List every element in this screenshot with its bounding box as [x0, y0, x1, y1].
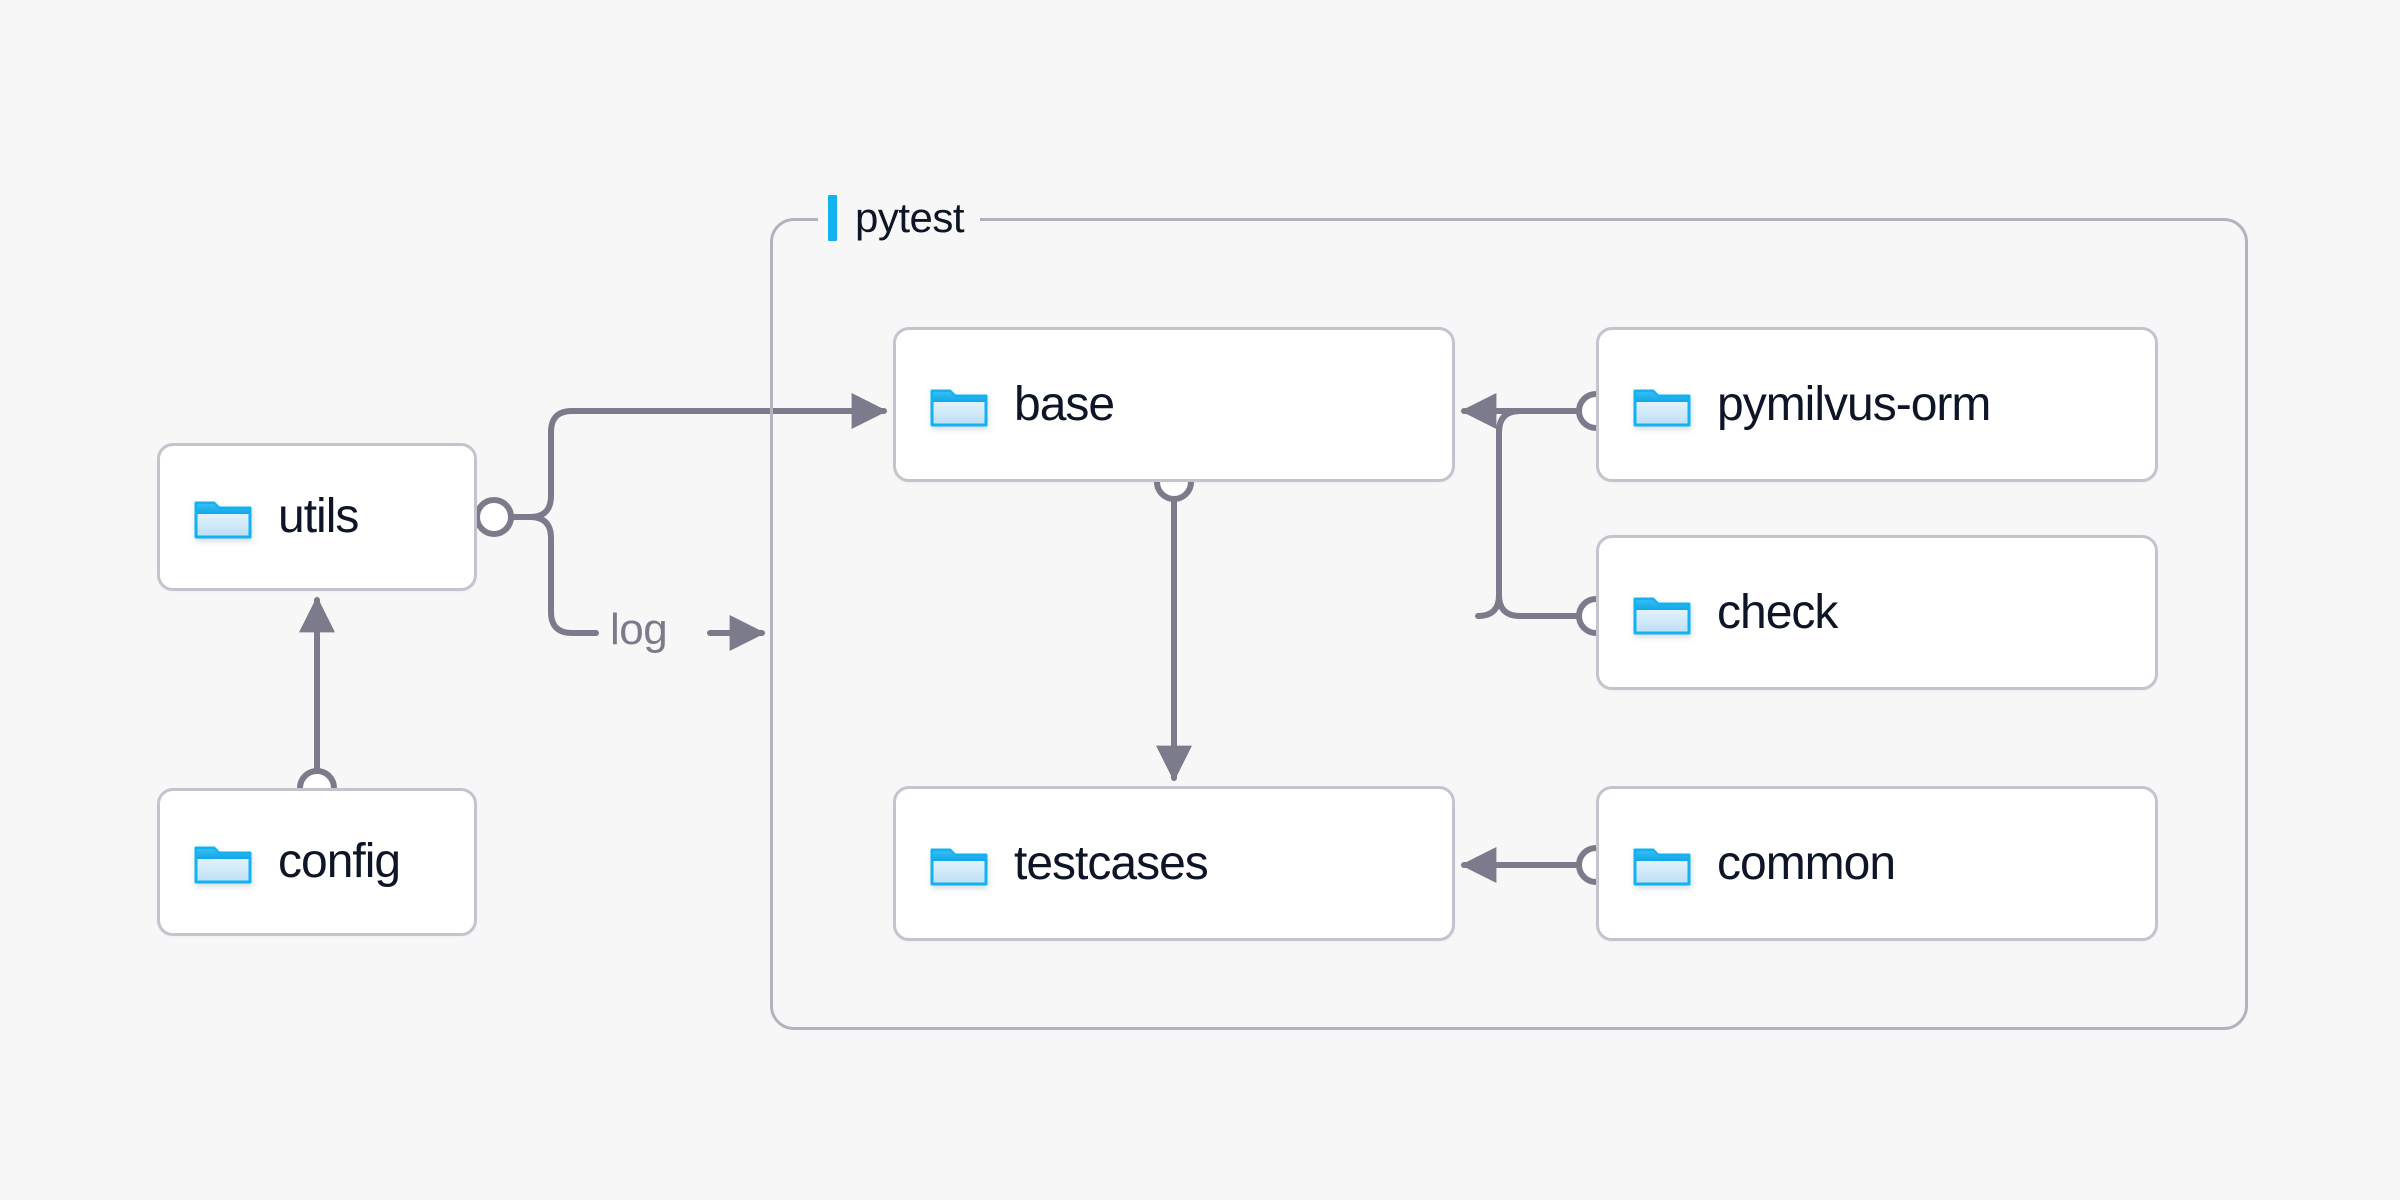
folder-icon [1633, 597, 1691, 634]
node-label: config [278, 835, 401, 888]
node-label: utils [278, 490, 359, 543]
node-common[interactable]: common [1596, 786, 2158, 941]
folder-icon [930, 389, 988, 426]
node-base[interactable]: base [893, 327, 1455, 482]
folder-icon [194, 501, 252, 539]
node-label: pymilvus-orm [1717, 377, 1991, 431]
edge-label-log-text: log [610, 605, 668, 654]
node-label: base [1014, 377, 1115, 431]
group-pytest[interactable] [770, 218, 2248, 1030]
node-config[interactable]: config [157, 788, 477, 936]
folder-icon [1633, 389, 1691, 426]
group-pytest-label: pytest [818, 190, 981, 246]
node-testcases[interactable]: testcases [893, 786, 1455, 941]
node-label: common [1717, 836, 1896, 890]
node-pymilvus-orm[interactable]: pymilvus-orm [1596, 327, 2158, 482]
edge-label-log: log [600, 605, 678, 654]
group-title-text: pytest [855, 194, 965, 241]
node-check[interactable]: check [1596, 535, 2158, 690]
folder-icon [194, 846, 252, 884]
edge-utils-to-log [527, 514, 599, 636]
port-utils-right[interactable] [474, 497, 514, 537]
node-utils[interactable]: utils [157, 443, 477, 591]
folder-icon [1633, 848, 1691, 885]
group-accent-bar [828, 195, 837, 241]
node-label: testcases [1014, 836, 1209, 890]
node-label: check [1717, 585, 1838, 639]
folder-icon [930, 848, 988, 885]
